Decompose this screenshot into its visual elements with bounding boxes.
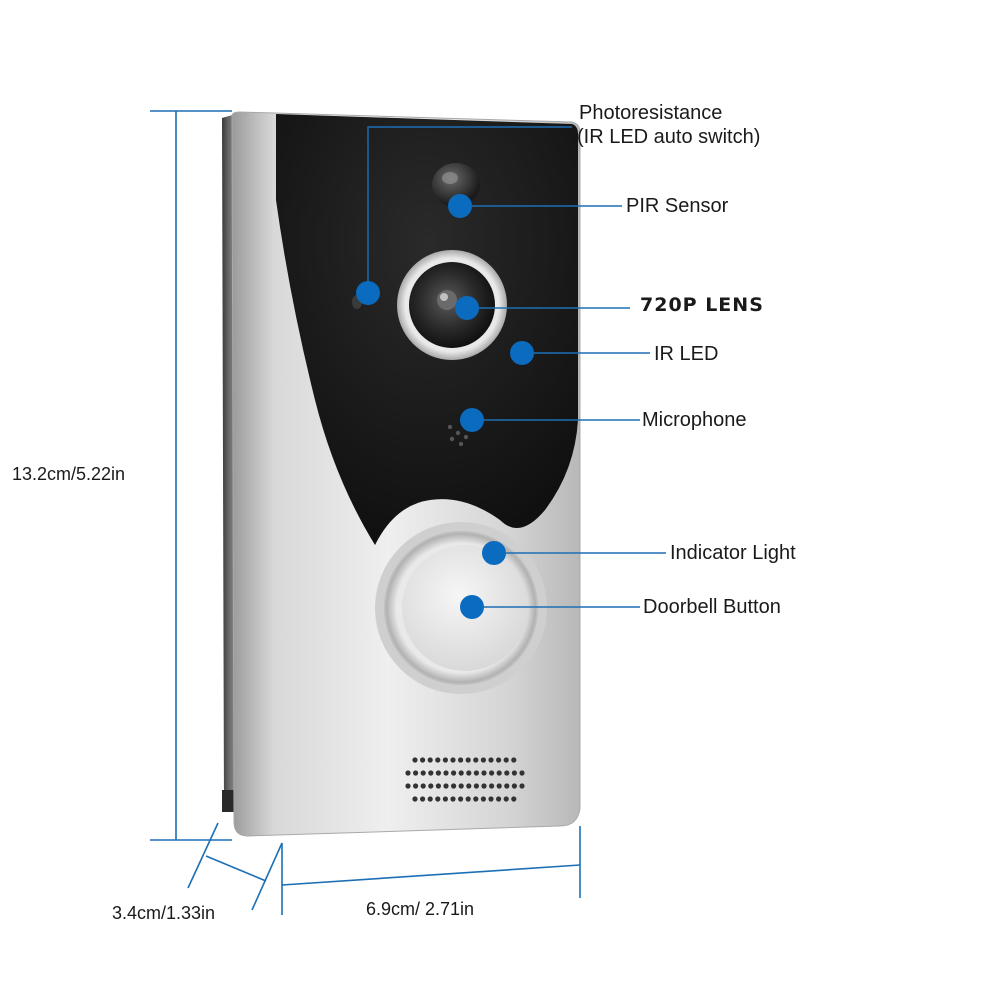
- microphone-holes: [447, 424, 469, 447]
- speaker-hole: [458, 783, 464, 789]
- speaker-hole: [428, 783, 434, 789]
- speaker-hole: [413, 770, 419, 776]
- speaker-hole: [435, 783, 441, 789]
- speaker-grille: [405, 757, 525, 802]
- speaker-hole: [451, 770, 457, 776]
- label-indicator-light: Indicator Light: [670, 542, 796, 564]
- speaker-hole: [489, 783, 495, 789]
- speaker-hole: [466, 770, 472, 776]
- speaker-hole: [405, 770, 411, 776]
- speaker-hole: [466, 783, 472, 789]
- dot-indicator-light: [482, 541, 506, 565]
- speaker-hole: [435, 770, 441, 776]
- speaker-hole: [504, 783, 510, 789]
- speaker-hole: [450, 757, 456, 763]
- speaker-hole: [420, 796, 426, 802]
- speaker-hole: [519, 783, 525, 789]
- speaker-hole: [413, 783, 419, 789]
- dot-ir-led: [510, 341, 534, 365]
- speaker-hole: [489, 770, 495, 776]
- speaker-hole: [420, 783, 426, 789]
- speaker-hole: [458, 770, 464, 776]
- speaker-hole: [504, 770, 510, 776]
- dot-photoresistance: [356, 281, 380, 305]
- speaker-hole: [473, 757, 479, 763]
- dot-microphone: [460, 408, 484, 432]
- speaker-hole: [405, 783, 411, 789]
- speaker-hole: [481, 770, 487, 776]
- label-microphone: Microphone: [642, 409, 747, 431]
- speaker-hole: [496, 783, 502, 789]
- dot-lens: [455, 296, 479, 320]
- speaker-hole: [442, 757, 448, 763]
- label-pir-sensor: PIR Sensor: [626, 195, 729, 217]
- speaker-hole: [488, 757, 494, 763]
- speaker-hole: [443, 770, 449, 776]
- speaker-hole: [412, 757, 418, 763]
- speaker-hole: [496, 796, 502, 802]
- speaker-hole: [496, 770, 502, 776]
- speaker-hole: [511, 796, 517, 802]
- speaker-hole: [435, 757, 441, 763]
- speaker-hole: [458, 796, 464, 802]
- dimension-depth: 3.4cm/1.33in: [112, 903, 216, 923]
- speaker-hole: [451, 783, 457, 789]
- callout-dots: [356, 194, 534, 619]
- speaker-hole: [480, 757, 486, 763]
- speaker-hole: [435, 796, 441, 802]
- speaker-hole: [412, 796, 418, 802]
- dot-doorbell-button: [460, 595, 484, 619]
- speaker-hole: [420, 757, 426, 763]
- speaker-hole: [519, 770, 525, 776]
- speaker-hole: [503, 757, 509, 763]
- speaker-hole: [420, 770, 426, 776]
- label-photoresistance-note: (IR LED auto switch): [577, 126, 761, 148]
- label-lens: 720P LENS: [640, 294, 764, 316]
- label-photoresistance: Photoresistance: [579, 102, 723, 124]
- speaker-hole: [511, 770, 517, 776]
- speaker-hole: [465, 796, 471, 802]
- speaker-hole: [465, 757, 471, 763]
- dimension-height: 13.2cm/5.22in: [12, 464, 126, 484]
- speaker-hole: [458, 757, 464, 763]
- speaker-hole: [481, 783, 487, 789]
- speaker-hole: [511, 757, 517, 763]
- speaker-hole: [427, 757, 433, 763]
- label-doorbell-button: Doorbell Button: [643, 596, 781, 618]
- label-ir-led: IR LED: [654, 343, 719, 365]
- dot-pir-sensor: [448, 194, 472, 218]
- speaker-hole: [428, 770, 434, 776]
- speaker-hole: [496, 757, 502, 763]
- speaker-hole: [473, 783, 479, 789]
- pir-sensor: [432, 163, 480, 207]
- speaker-hole: [450, 796, 456, 802]
- dimension-width: 6.9cm/ 2.71in: [366, 899, 475, 919]
- speaker-hole: [511, 783, 517, 789]
- speaker-hole: [473, 796, 479, 802]
- speaker-hole: [503, 796, 509, 802]
- speaker-hole: [442, 796, 448, 802]
- speaker-hole: [473, 770, 479, 776]
- dimension-lines: [150, 110, 581, 915]
- speaker-hole: [443, 783, 449, 789]
- speaker-hole: [488, 796, 494, 802]
- speaker-hole: [427, 796, 433, 802]
- callout-lines: [367, 126, 666, 608]
- speaker-hole: [480, 796, 486, 802]
